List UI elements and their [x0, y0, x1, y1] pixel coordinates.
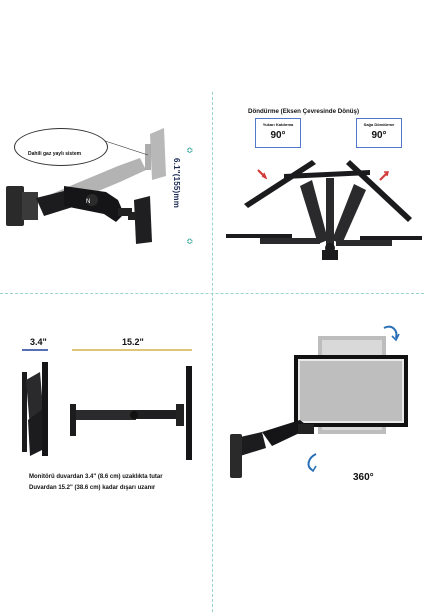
height-adjust-label: 6.1"(155)mm	[172, 158, 181, 209]
wall-distance-dimension: 3.4"	[30, 337, 47, 347]
dimension-description-line2: Duvardan 15.2" (38.6 cm) kadar dışarı uz…	[29, 485, 156, 491]
tilt-up-value: 90°	[270, 130, 286, 141]
gas-spring-callout	[14, 128, 108, 166]
rotate-right-label: Sağa Döndürme	[363, 122, 395, 127]
rotate-right-value: 90°	[371, 130, 387, 141]
dimension-description: Monitörü duvardan 3.4" (8.6 cm) uzaklıkt…	[29, 472, 209, 494]
svg-text:N: N	[86, 199, 90, 205]
arm-height-illustration: N ≎ ≎	[6, 128, 194, 247]
vertical-divider	[212, 92, 213, 612]
tilt-up-box: Yukarı Katdırma 90°	[255, 118, 301, 148]
tilt-up-label: Yukarı Katdırma	[262, 122, 294, 127]
dimension-description-line1: Monitörü duvardan 3.4" (8.6 cm) uzaklıkt…	[29, 474, 163, 480]
svg-text:≎: ≎	[186, 146, 194, 156]
rotation-360-label: 360°	[353, 472, 374, 483]
gas-spring-label: Dahili gaz yaylı sistem	[28, 151, 82, 157]
svg-text:≎: ≎	[186, 237, 194, 247]
rotation-illustration	[226, 160, 422, 260]
rotate-right-box: Sağa Döndürme 90°	[356, 118, 402, 148]
rotation-title: Döndürme (Eksen Çevresinde Dönüş)	[248, 108, 360, 115]
horizontal-divider	[0, 293, 424, 294]
extension-dimension: 15.2"	[122, 337, 144, 347]
